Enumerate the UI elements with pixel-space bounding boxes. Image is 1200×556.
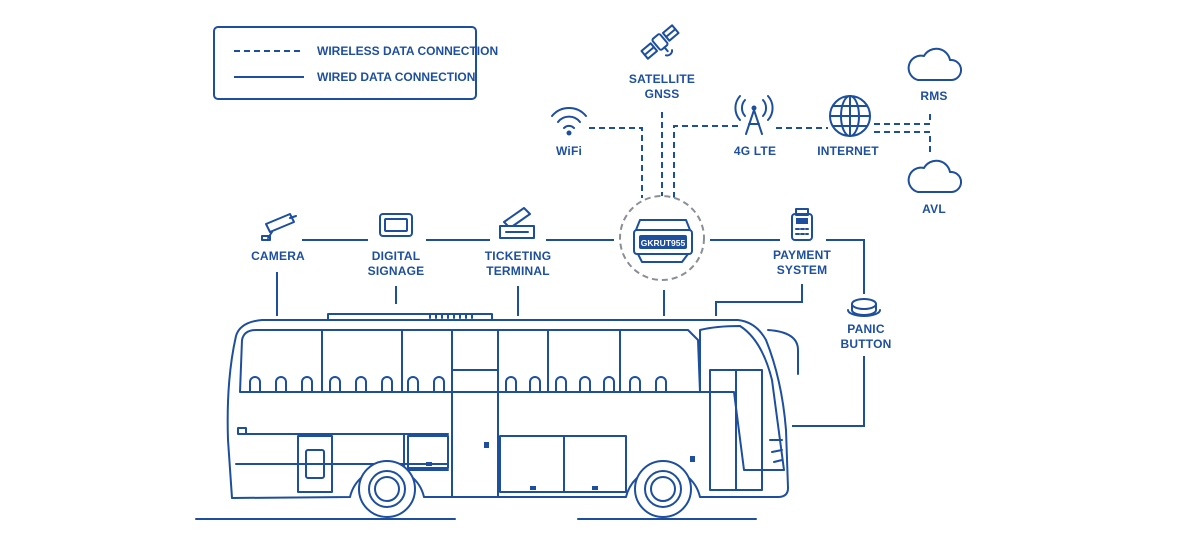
rms-node: RMS (907, 47, 962, 103)
wifi-icon (551, 106, 587, 136)
wifi-label: WiFi (556, 144, 582, 158)
legend-box (213, 26, 477, 100)
legend-wired-label: WIRED DATA CONNECTION (317, 70, 475, 84)
satellite-icon (640, 24, 680, 60)
globe-icon (829, 95, 871, 137)
internet-node: INTERNET (817, 95, 879, 158)
wifi-link (589, 127, 643, 198)
ticketing-node: TICKETING TERMINAL (485, 207, 551, 278)
panic-bus-link (792, 356, 865, 427)
ticket-icon (499, 207, 535, 239)
payment-terminal-icon (791, 208, 813, 241)
router-label: GKRUT955 (641, 238, 686, 248)
cloud-icon (907, 159, 962, 193)
connections (276, 112, 931, 427)
camera-label: CAMERA (251, 249, 305, 263)
panic-label-line2: BUTTON (841, 337, 892, 351)
avl-label: AVL (922, 202, 946, 216)
display-icon (379, 213, 413, 237)
cloud-icon (907, 47, 962, 81)
legend-wireless-label: WIRELESS DATA CONNECTION (317, 44, 498, 58)
router-node: GKRUT955 (619, 195, 705, 281)
lte-node: 4G LTE (734, 95, 776, 158)
legend: WIRELESS DATA CONNECTION WIRED DATA CONN… (213, 26, 498, 100)
internet-rms-link (874, 112, 931, 125)
payment-node: PAYMENT SYSTEM (773, 208, 832, 277)
rms-label: RMS (920, 89, 947, 103)
satellite-label-line1: SATELLITE (629, 72, 695, 86)
payment-label-line2: SYSTEM (777, 263, 828, 277)
camera-node: CAMERA (251, 213, 305, 263)
internet-avl-link (874, 131, 931, 156)
lte-link (673, 125, 738, 198)
cell-tower-icon (734, 95, 774, 135)
internet-label: INTERNET (817, 144, 879, 158)
ticketing-label-line1: TICKETING (485, 249, 551, 263)
payment-panic-link (826, 239, 865, 294)
wifi-node: WiFi (551, 106, 587, 158)
ticketing-label-line2: TERMINAL (486, 264, 550, 278)
payment-label-line1: PAYMENT (773, 248, 832, 262)
payment-bus-link (715, 284, 803, 316)
panic-label-line1: PANIC (847, 322, 885, 336)
bus-icon (195, 313, 799, 520)
panic-button-icon (847, 298, 881, 317)
avl-node: AVL (907, 159, 962, 216)
router-icon (633, 219, 693, 263)
satellite-node: SATELLITE GNSS (629, 24, 695, 101)
signage-label-line1: DIGITAL (372, 249, 421, 263)
panic-node: PANIC BUTTON (841, 298, 892, 351)
lte-label: 4G LTE (734, 144, 776, 158)
signage-node: DIGITAL SIGNAGE (368, 213, 425, 278)
camera-icon (261, 213, 297, 241)
signage-label-line2: SIGNAGE (368, 264, 425, 278)
satellite-label-line2: GNSS (645, 87, 680, 101)
